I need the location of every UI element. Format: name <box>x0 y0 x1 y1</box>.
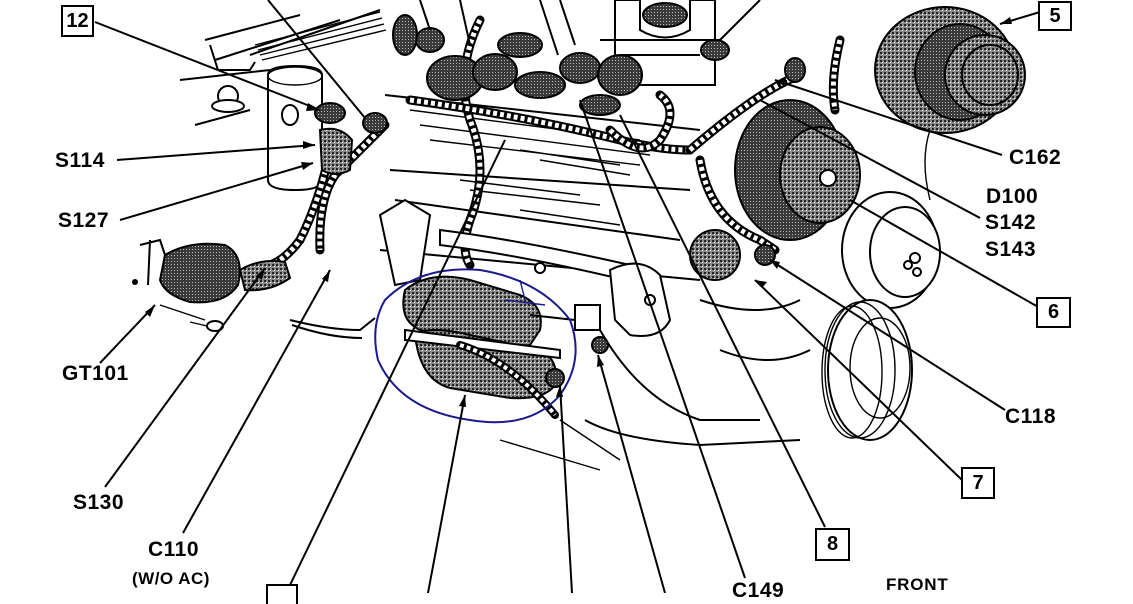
alternator <box>874 6 1026 201</box>
label-s127: S127 <box>58 209 110 232</box>
arrowheads <box>145 17 1012 407</box>
splice-s114-s127 <box>314 102 388 175</box>
label-s143: S143 <box>985 238 1037 261</box>
callout-box-5: 5 <box>1038 1 1072 31</box>
engine-block-outline <box>179 9 811 471</box>
callout-box-6: 6 <box>1036 297 1071 328</box>
label-s114: S114 <box>55 149 105 172</box>
label-c110: C110 <box>148 538 200 561</box>
water-pump-pulley <box>841 191 941 309</box>
label-d100: D100 <box>986 185 1039 208</box>
label-c162: C162 <box>1009 146 1062 169</box>
ac-compressor <box>734 99 861 241</box>
harness-connectors <box>392 14 806 116</box>
callout-box-12: 12 <box>61 5 94 37</box>
ground-connector-block <box>132 238 292 332</box>
label-c149: C149 <box>732 579 785 602</box>
bracket <box>289 198 632 339</box>
callout-box-8: 8 <box>815 528 850 561</box>
label-c118: C118 <box>1005 405 1057 428</box>
label-s130: S130 <box>73 491 125 514</box>
callout-box-partial <box>266 584 298 604</box>
crankshaft-pulley <box>821 299 913 441</box>
leader-lines <box>94 0 1041 593</box>
label-c110-note: (W/O AC) <box>132 569 210 588</box>
label-s142: S142 <box>985 211 1037 234</box>
callout-box-7: 7 <box>961 467 995 499</box>
label-gt101: GT101 <box>62 362 129 385</box>
label-front: FRONT <box>886 575 949 594</box>
ac-accumulator <box>211 64 323 192</box>
starter-motor <box>402 275 609 419</box>
annotation-tick <box>504 279 546 306</box>
